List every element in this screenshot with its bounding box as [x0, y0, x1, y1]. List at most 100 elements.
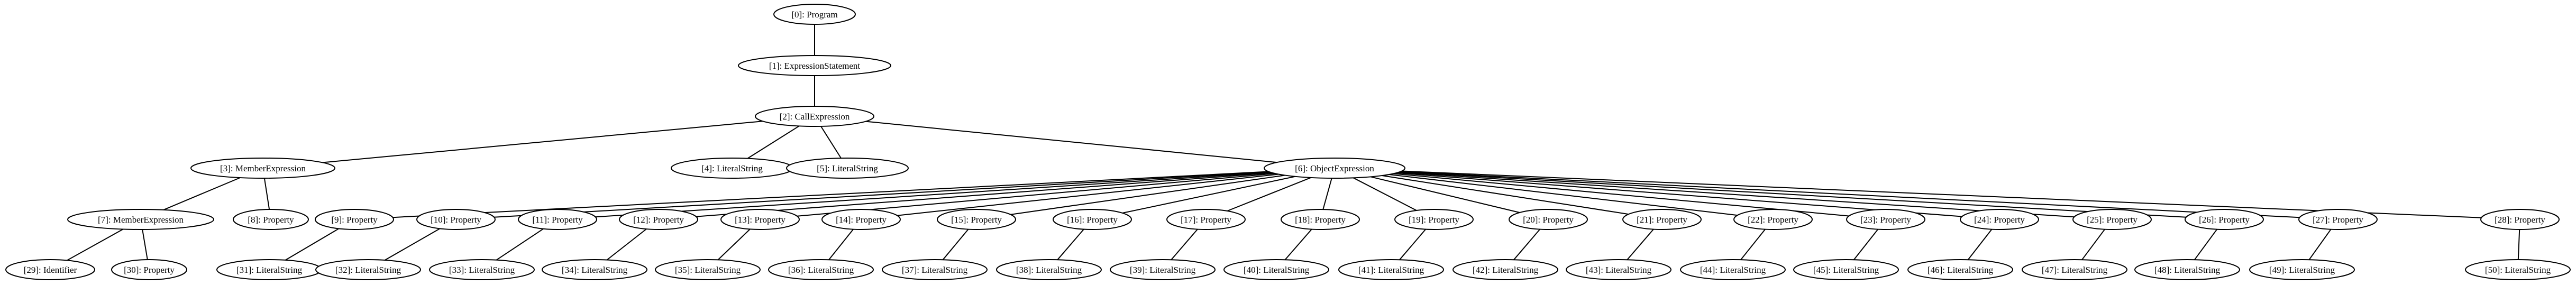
tree-node-label: [44]: LiteralString — [1700, 265, 1766, 275]
tree-edge-2-4 — [747, 125, 800, 159]
tree-node-shape — [518, 209, 597, 230]
tree-node-shape — [768, 259, 874, 280]
tree-edge-26-48 — [2194, 229, 2218, 260]
tree-edge-24-46 — [1967, 228, 1993, 260]
tree-node-shape — [1338, 259, 1444, 280]
tree-node-label: [22]: Property — [1748, 215, 1798, 225]
tree-edge-23-45 — [1853, 228, 1879, 260]
tree-node-label: [7]: MemberExpression — [98, 215, 184, 225]
tree-edge-6-26 — [1400, 171, 2186, 218]
tree-node-label: [28]: Property — [2495, 215, 2545, 225]
tree-node-1: [1]: ExpressionStatement — [738, 55, 891, 76]
tree-edge-6-16 — [1122, 176, 1295, 214]
tree-node-22: [22]: Property — [1733, 209, 1813, 230]
tree-edge-22-44 — [1740, 228, 1766, 260]
tree-node-shape — [1223, 259, 1329, 280]
tree-edge-20-42 — [1513, 228, 1540, 260]
tree-node-shape — [2022, 259, 2127, 280]
tree-node-42: [42]: LiteralString — [1453, 259, 1558, 280]
tree-node-label: [42]: LiteralString — [1473, 265, 1539, 275]
tree-node-label: [26]: Property — [2199, 215, 2250, 225]
tree-node-shape — [1166, 209, 1246, 230]
tree-node-label: [41]: LiteralString — [1358, 265, 1424, 275]
tree-node-35: [35]: LiteralString — [655, 259, 761, 280]
tree-node-shape — [1509, 209, 1588, 230]
tree-node-46: [46]: LiteralString — [1907, 259, 2013, 280]
tree-edge-6-20 — [1370, 176, 1520, 213]
tree-edge-9-31 — [285, 228, 340, 261]
tree-edge-7-30 — [142, 229, 148, 260]
tree-node-label: [36]: LiteralString — [788, 265, 854, 275]
tree-edge-6-24 — [1396, 172, 1962, 217]
tree-node-label: [24]: Property — [1974, 215, 2025, 225]
tree-node-13: [13]: Property — [720, 209, 800, 230]
tree-node-label: [27]: Property — [2313, 215, 2363, 225]
tree-node-shape — [720, 209, 800, 230]
tree-nodes: [0]: Program [1]: ExpressionStatement [2]:… — [5, 4, 2571, 280]
tree-node-26: [26]: Property — [2185, 209, 2264, 230]
tree-node-36: [36]: LiteralString — [768, 259, 874, 280]
tree-node-shape — [1960, 209, 2039, 230]
tree-node-44: [44]: LiteralString — [1680, 259, 1786, 280]
tree-node-34: [34]: LiteralString — [542, 259, 647, 280]
tree-node-23: [23]: Property — [1846, 209, 1925, 230]
tree-node-label: [37]: LiteralString — [902, 265, 968, 275]
tree-node-50: [50]: LiteralString — [2465, 259, 2571, 280]
tree-node-10: [10]: Property — [416, 209, 496, 230]
tree-node-shape — [542, 259, 647, 280]
tree-node-25: [25]: Property — [2072, 209, 2152, 230]
tree-node-39: [39]: LiteralString — [1110, 259, 1216, 280]
tree-node-37: [37]: LiteralString — [882, 259, 988, 280]
tree-node-label: [23]: Property — [1860, 215, 1911, 225]
tree-edge-10-32 — [385, 228, 441, 261]
tree-node-label: [0]: Program — [791, 10, 837, 20]
tree-edge-6-10 — [494, 171, 1269, 218]
tree-node-shape — [233, 209, 309, 230]
tree-node-2: [2]: CallExpression — [755, 106, 874, 127]
tree-node-41: [41]: LiteralString — [1338, 259, 1444, 280]
tree-node-shape — [2480, 209, 2560, 230]
tree-node-shape — [738, 55, 891, 76]
tree-edge-13-35 — [717, 228, 751, 261]
tree-node-14: [14]: Property — [821, 209, 901, 230]
tree-node-45: [45]: LiteralString — [1793, 259, 1899, 280]
tree-edge-6-17 — [1227, 177, 1311, 212]
tree-node-43: [43]: LiteralString — [1566, 259, 1671, 280]
tree-node-shape — [2249, 259, 2355, 280]
tree-node-shape — [1793, 259, 1899, 280]
tree-node-label: [45]: LiteralString — [1813, 265, 1879, 275]
tree-node-shape — [315, 209, 394, 230]
tree-node-29: [29]: Identifier — [5, 259, 95, 280]
tree-node-28: [28]: Property — [2480, 209, 2560, 230]
tree-node-label: [34]: LiteralString — [562, 265, 628, 275]
tree-edge-28-50 — [2517, 229, 2520, 260]
tree-node-label: [39]: LiteralString — [1130, 265, 1196, 275]
tree-edge-3-8 — [263, 178, 270, 210]
tree-node-shape — [2185, 209, 2264, 230]
tree-node-12: [12]: Property — [619, 209, 698, 230]
tree-edge-6-22 — [1389, 174, 1738, 216]
tree-node-5: [5]: LiteralString — [786, 158, 909, 179]
tree-node-shape — [1907, 259, 2013, 280]
tree-node-shape — [429, 259, 535, 280]
tree-edge-27-49 — [2308, 229, 2332, 260]
tree-node-30: [30]: Property — [111, 259, 187, 280]
tree-node-label: [43]: LiteralString — [1586, 265, 1652, 275]
tree-node-16: [16]: Property — [1053, 209, 1132, 230]
tree-node-label: [15]: Property — [951, 215, 1002, 225]
tree-node-shape — [1566, 259, 1671, 280]
tree-node-label: [19]: Property — [1409, 215, 1459, 225]
tree-node-9: [9]: Property — [315, 209, 394, 230]
tree-node-6: [6]: ObjectExpression — [1264, 158, 1405, 179]
tree-edge-19-41 — [1399, 228, 1426, 260]
tree-node-19: [19]: Property — [1394, 209, 1474, 230]
tree-node-shape — [1453, 259, 1558, 280]
tree-node-label: [49]: LiteralString — [2269, 265, 2335, 275]
tree-node-7: [7]: MemberExpression — [67, 209, 214, 230]
tree-edge-6-27 — [1401, 171, 2300, 218]
tree-node-49: [49]: LiteralString — [2249, 259, 2355, 280]
tree-node-shape — [773, 4, 856, 25]
tree-node-shape — [1622, 209, 1702, 230]
tree-node-label: [46]: LiteralString — [1928, 265, 1994, 275]
tree-node-label: [33]: LiteralString — [449, 265, 515, 275]
